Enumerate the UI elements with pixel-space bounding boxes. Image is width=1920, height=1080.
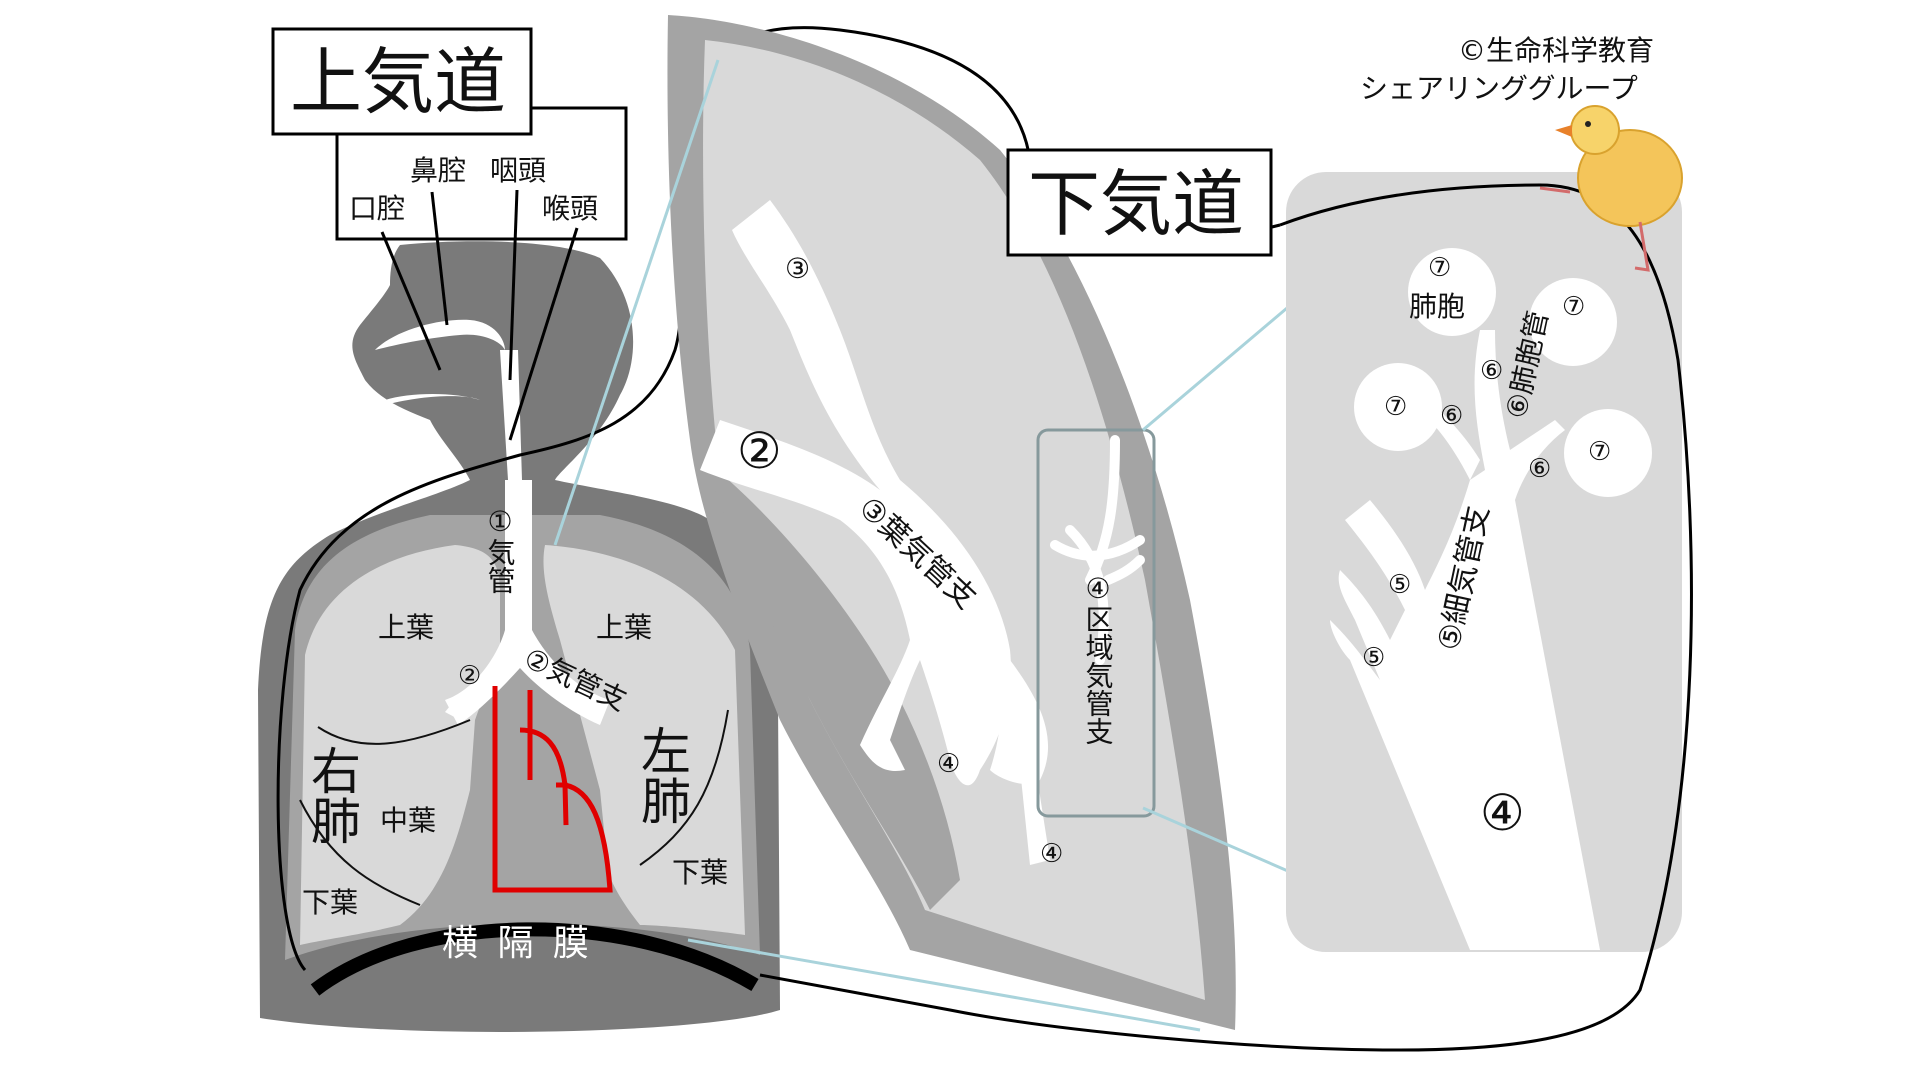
lobe-number-3: ③ — [785, 252, 810, 285]
lobe-number-4a: ④ — [937, 749, 960, 779]
trachea-label: ①気管 — [484, 505, 517, 594]
lung-lobe-zoom: 下気道 ③ ② ③葉気管支 ④ ④ ④区域気管支 — [553, 15, 1436, 1032]
human-torso: 上気道 鼻腔 咽頭 口腔 喉頭 ①気管 ② ②気管支 上葉 上葉 中葉 下葉 下… — [258, 26, 1032, 1032]
bronchiole-number-5a: ⑤ — [1388, 570, 1411, 600]
heart-vessels — [492, 686, 613, 893]
segmental-branches — [1050, 435, 1145, 665]
nasal-cavity-label: 鼻腔 — [410, 154, 466, 187]
alveolus-number-3: ⑦ — [1384, 392, 1407, 422]
nasal-cavity-shape — [375, 319, 505, 350]
right-bronchus-branch — [445, 700, 470, 720]
upper-airway-pointers — [380, 189, 579, 441]
bronchiole-number-5b: ⑤ — [1362, 643, 1385, 673]
alveolus-top-left — [1408, 248, 1496, 336]
copyright-line-1: ©生命科学教育 — [1458, 34, 1654, 67]
alveolus-top-right — [1529, 278, 1617, 366]
lobe-inner-light — [703, 40, 1205, 1000]
alveolar-duct-number-2: ⑥ — [1440, 401, 1463, 431]
alveolus-number-4: ⑦ — [1588, 437, 1611, 467]
right-bronchus-number: ② — [458, 661, 481, 691]
alveolus-number-1: ⑦ — [1428, 253, 1451, 283]
lower-airway-title-box — [1006, 148, 1273, 257]
alveolus-right — [1564, 409, 1652, 497]
upper-airway-title: 上気道 — [290, 40, 506, 124]
alveolus-number-2: ⑦ — [1562, 292, 1585, 322]
segmental-bronchus-label: ④区域気管支 — [1082, 572, 1115, 745]
right-fissure-upper — [317, 719, 471, 745]
alveolus-left — [1354, 363, 1442, 451]
chick-mascot-icon — [1539, 105, 1683, 272]
lobe-bronchial-tree — [700, 200, 1011, 786]
alveoli-outline — [759, 183, 1693, 1052]
upper-airway-title-box — [271, 27, 533, 136]
left-fissure — [639, 709, 729, 866]
pharynx-label: 咽頭 — [490, 154, 546, 187]
left-lung-label: 左肺 — [633, 725, 691, 825]
lung-outline — [276, 26, 1032, 971]
right-lung — [300, 545, 500, 945]
alveolar-duct-number-1: ⑥ — [1480, 356, 1503, 386]
lower-airway-title: 下気道 — [1028, 162, 1244, 246]
left-lung — [543, 545, 745, 935]
larynx-label: 喉頭 — [542, 192, 598, 225]
right-lung-label: 右肺 — [303, 745, 361, 845]
left-lower-lobe-label: 下葉 — [672, 856, 728, 889]
alveoli-zoom: ⑦ 肺胞 ⑦ ⑦ ⑦ ⑥ ⑥ ⑥ ⑥肺胞管 ⑤細気管支 ⑤ ⑤ ④ — [759, 172, 1693, 1052]
lobe-bronchus-arm-4b — [1015, 700, 1050, 865]
alveolar-duct-number-3: ⑥ — [1528, 454, 1551, 484]
right-lower-lobe-label: 下葉 — [302, 886, 358, 919]
bronchiole-tree — [1330, 330, 1600, 950]
right-upper-lobe-label: 上葉 — [378, 611, 434, 644]
alveolus-label: 肺胞 — [1409, 290, 1465, 323]
svg-text:①気管: ①気管 — [484, 505, 517, 594]
lobe-inner-mid — [705, 460, 960, 910]
right-fissure-lower — [299, 799, 421, 906]
oral-cavity-label: 口腔 — [349, 192, 405, 225]
trachea — [445, 480, 610, 725]
alveoli-number-4: ④ — [1480, 784, 1525, 842]
lobe-number-2: ② — [737, 422, 782, 480]
segmental-zoom-frame — [1036, 428, 1156, 818]
middle-lobe-label: 中葉 — [380, 804, 436, 837]
lobe-number-4b: ④ — [1040, 839, 1063, 869]
copyright-line-2: シェアリンググループ — [1360, 72, 1638, 105]
oral-cavity-shape — [385, 394, 480, 405]
left-upper-lobe-label: 上葉 — [596, 611, 652, 644]
diaphragm — [310, 922, 759, 996]
diaphragm-label: 横 隔 膜 — [442, 923, 593, 964]
